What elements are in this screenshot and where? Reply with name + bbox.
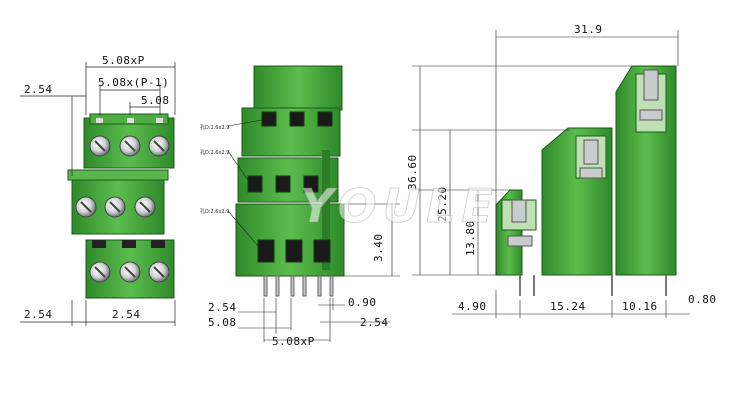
front-dim-mid: 5.08x(P-1) bbox=[98, 76, 169, 89]
side-view: 孔D:2.6x2.9 孔D:2.6x2.9 孔D:2.6x2.9 3.40 2.… bbox=[200, 65, 400, 348]
side-dim-height: 3.40 bbox=[372, 234, 385, 263]
profile-dim-b3: 10.16 bbox=[622, 300, 658, 313]
profile-dim-width: 31.9 bbox=[574, 23, 603, 36]
profile-view: 31.9 36.60 25.20 13.80 4.90 15.24 10.16 … bbox=[406, 23, 717, 318]
front-dim-left-bottom: 2.54 bbox=[24, 308, 53, 321]
front-tier-middle bbox=[67, 169, 169, 235]
profile-dim-h1: 36.60 bbox=[406, 154, 419, 190]
hole-label-1: 孔D:2.6x2.9 bbox=[200, 124, 229, 131]
front-dim-bottom: 2.54 bbox=[112, 308, 141, 321]
side-dim-total: 5.08xP bbox=[272, 335, 315, 348]
profile-dim-b4: 0.80 bbox=[688, 293, 717, 306]
side-dim-right: 2.54 bbox=[360, 316, 389, 329]
profile-dim-b1: 4.90 bbox=[458, 300, 487, 313]
side-dim-pin-offset: 2.54 bbox=[208, 301, 237, 314]
front-tier-bottom bbox=[85, 239, 175, 299]
front-dim-left-top: 2.54 bbox=[24, 83, 53, 96]
front-dimension-lines bbox=[20, 62, 176, 326]
front-dim-pitch: 5.08 bbox=[141, 94, 170, 107]
profile-dimension-lines bbox=[412, 30, 690, 318]
side-ports bbox=[247, 111, 333, 263]
hole-label-3: 孔D:2.6x2.9 bbox=[200, 208, 229, 215]
hole-label-2: 孔D:2.6x2.9 bbox=[200, 149, 229, 156]
profile-dim-b2: 15.24 bbox=[550, 300, 586, 313]
watermark: YOULE bbox=[300, 179, 499, 233]
profile-dim-h3: 13.80 bbox=[464, 220, 477, 256]
side-dim-pin-width: 0.90 bbox=[348, 296, 377, 309]
front-dim-top: 5.08xP bbox=[102, 54, 145, 67]
front-view: 5.08xP 5.08x(P-1) 5.08 2.54 2.54 2.54 bbox=[20, 54, 176, 326]
side-dimension-lines bbox=[227, 119, 400, 342]
profile-metal-parts bbox=[507, 69, 663, 247]
profile-pins bbox=[519, 275, 667, 296]
side-dim-pin-pitch: 5.08 bbox=[208, 316, 237, 329]
side-pins bbox=[263, 275, 334, 297]
profile-dim-h2: 25.20 bbox=[436, 186, 449, 222]
front-tier-top bbox=[83, 113, 175, 169]
